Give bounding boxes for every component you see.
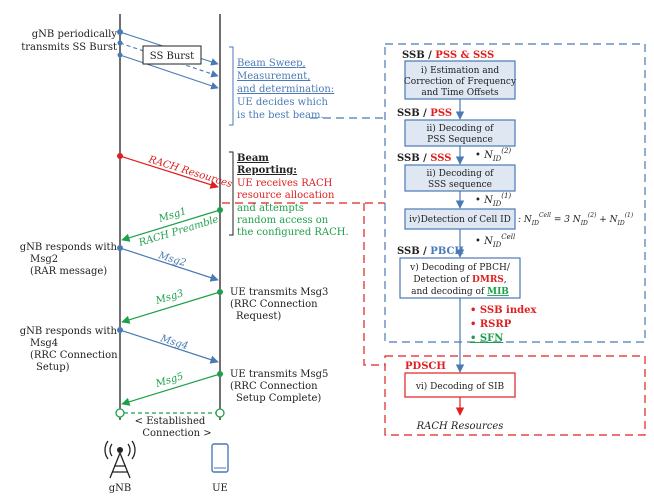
pdsch-decoding-region	[384, 355, 646, 436]
established-dot-ue	[215, 408, 225, 418]
step-3-line-1: ii) Decoding of	[427, 168, 495, 179]
rach-resources-arrow	[119, 155, 219, 189]
msg5-arrow	[121, 373, 221, 406]
ss-burst-note-2: transmits SS Burst	[21, 42, 117, 53]
bullet-ssb-index: • SSB index	[470, 305, 537, 316]
step-5-line-1: v) Decoding of PBCH/	[409, 262, 511, 273]
msg2-arrow	[119, 247, 219, 282]
cell-id-equation: : NIDCell = 3 NID(2) + NID(1)	[518, 212, 634, 227]
step-2-line-1: ii) Decoding of	[427, 123, 495, 134]
burst-dot-2	[117, 40, 123, 46]
report-note-5: and attempts	[237, 203, 304, 214]
step-1-line-2: Correction of Frequency	[404, 77, 517, 87]
step-1-line-1: i) Estimation and	[421, 65, 500, 76]
ue-label: UE	[212, 483, 228, 494]
rach-connector-down	[363, 203, 385, 366]
gnb-msg4-note-1: gNB responds with	[20, 326, 118, 337]
beam-3	[119, 54, 219, 90]
ssb-decoding-region	[384, 43, 646, 343]
msg1-arrow	[121, 209, 221, 242]
bullet-sfn: • SFN	[470, 333, 503, 344]
msg2-label: Msg2	[156, 250, 187, 269]
antenna-tower-icon	[104, 440, 136, 479]
smartphone-icon	[211, 443, 229, 473]
established-label-1: < Established	[135, 416, 206, 427]
ue-msg5-note-1: UE transmits Msg5	[230, 369, 328, 380]
ue-msg5-note-2: (RRC Connection	[230, 381, 318, 392]
step-6-label: vi) Decoding of SIB	[415, 381, 505, 392]
ue-msg3-note-2: (RRC Connection	[230, 299, 318, 310]
gnb-msg2-note-2: Msg2	[30, 254, 58, 265]
beam-note-4: UE decides which	[237, 97, 328, 108]
ss-burst-box-label: SS Burst	[150, 51, 194, 62]
burst-dot-3	[117, 52, 123, 58]
report-note-3: UE receives RACH	[237, 178, 333, 189]
established-label-2: Connection >	[142, 428, 211, 439]
step-6-box	[404, 372, 516, 398]
report-note-7: the configured RACH.	[237, 227, 349, 238]
ssb-label-2: SSB / PSS	[397, 108, 452, 119]
report-note-1: Beam	[237, 153, 269, 164]
nid-cell-label: • NIDCell	[475, 233, 515, 249]
gnb-msg2-note-1: gNB responds with	[20, 242, 118, 253]
ue-msg3-note-1: UE transmits Msg3	[230, 287, 328, 298]
step-5-line-2: Detection of DMRS,	[413, 275, 506, 285]
bullet-rsrp: • RSRP	[470, 319, 512, 330]
step-5-box	[399, 257, 521, 299]
step-4-label: iv)Detection of Cell ID	[409, 214, 511, 225]
gnb-label: gNB	[109, 483, 132, 494]
ss-burst-note-1: gNB periodically	[32, 29, 118, 40]
msg4-label: Msg4	[158, 333, 189, 352]
beam-note-3: and determination:	[237, 84, 334, 95]
msg1-label: Msg1	[157, 206, 188, 225]
rach-output-label: RACH Resources	[416, 421, 504, 432]
beam-note-2: Measurement,	[237, 71, 310, 82]
ssb-label-3: SSB / SSS	[397, 153, 452, 164]
beam-bracket	[229, 46, 234, 126]
step-1-line-3: and Time Offsets	[421, 88, 499, 98]
report-note-2: Reporting:	[237, 165, 297, 176]
step-5-line-3: and decoding of MIB	[411, 287, 509, 297]
established-dot-gnb	[115, 408, 125, 418]
step-3-line-2: SSS sequence	[428, 180, 492, 190]
ssb-label-1: SSB / PSS & SSS	[402, 50, 494, 61]
gnb-msg4-note-4: Setup)	[36, 362, 70, 373]
gnb-msg4-note-3: (RRC Connection	[30, 350, 118, 361]
gnb-msg2-note-3: (RAR message)	[30, 266, 107, 277]
step-1-box	[404, 60, 516, 100]
msg3-arrow	[121, 291, 221, 324]
report-note-4: resource allocation	[237, 190, 335, 201]
pdsch-label: PDSCH	[405, 361, 446, 372]
ue-msg3-note-3: Request)	[236, 311, 281, 322]
msg4-arrow	[119, 329, 219, 364]
ue-msg5-note-3: Setup Complete)	[236, 393, 321, 404]
msg5-label: Msg5	[154, 371, 185, 390]
report-note-6: random access on	[237, 215, 329, 226]
nid1-label: • NID(1)	[475, 192, 511, 208]
burst-origin-dot	[117, 29, 123, 35]
beam-note-5: is the best beam.	[237, 110, 324, 121]
ss-burst-box	[142, 45, 202, 65]
ssb-label-4: SSB / PBCH	[397, 246, 464, 257]
step-2-box	[404, 119, 516, 147]
reporting-bracket	[229, 151, 234, 236]
beam-note-1: Beam Sweep,	[237, 58, 306, 69]
gnb-msg4-note-2: Msg4	[30, 338, 58, 349]
step-2-line-2: PSS Sequence	[427, 135, 493, 145]
nid2-label: • NID(2)	[475, 147, 511, 163]
